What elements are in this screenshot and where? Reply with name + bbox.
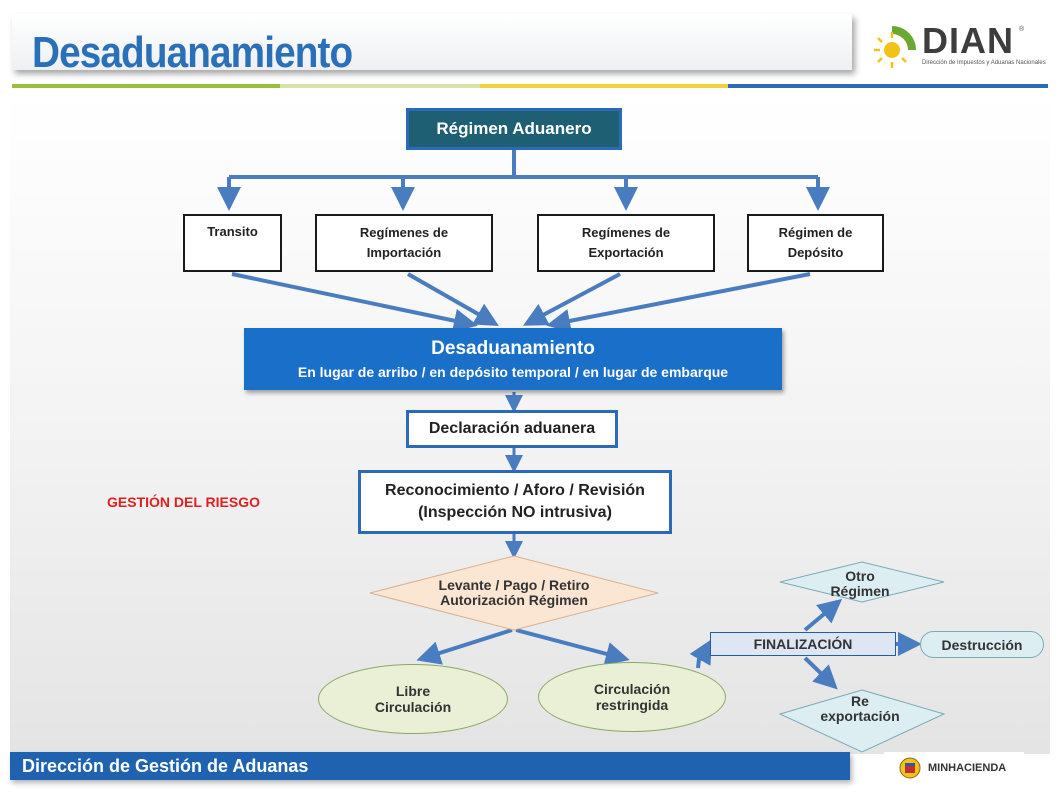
footer-bar: Dirección de Gestión de Aduanas (10, 752, 850, 780)
regime-transito-line1: Transito (207, 224, 258, 239)
otro-line1: Otro (845, 568, 875, 584)
reexport-line2: exportación (820, 708, 900, 724)
header-stripe-lightgreen (280, 84, 480, 88)
header-stripe-blue (728, 84, 1048, 88)
regime-importacion-line1: Regímenes de (359, 225, 449, 240)
levante-line2: Autorización Régimen (440, 592, 588, 608)
reexportacion-label: Re exportación (800, 692, 920, 726)
arrow-importacion-desad (407, 272, 499, 326)
regime-importacion-box: Regímenes de Importación (315, 214, 493, 272)
regime-deposito-line1: Régimen de (778, 225, 853, 240)
declaracion-box: Declaración aduanera (406, 410, 618, 448)
otro-regimen-label: Otro Régimen (800, 568, 920, 600)
regime-deposito-line2: Depósito (787, 245, 844, 260)
arrow-deposito-desad (546, 272, 811, 333)
header-stripe-green (12, 84, 280, 88)
finalizacion-label: FINALIZACIÓN (753, 636, 853, 652)
libre-circulacion-oval: Libre Circulación (318, 664, 508, 734)
circulacion-restringida-oval: Circulación restringida (538, 662, 726, 732)
arrow-final-otro (803, 598, 843, 632)
destruccion-box: Destrucción (920, 631, 1044, 658)
levante-label: Levante / Pago / Retiro Autorización Rég… (400, 574, 628, 612)
regime-exportacion-line2: Exportación (588, 245, 664, 260)
header-stripe-yellow (480, 84, 728, 88)
gestion-riesgo-label: GESTIÓN DEL RIESGO (107, 494, 260, 510)
destruccion-label: Destrucción (941, 636, 1023, 653)
dian-logo: DIAN ® Dirección de Impuestos y Aduanas … (872, 16, 1046, 72)
dian-subtitle: Dirección de Impuestos y Aduanas Naciona… (922, 60, 1046, 66)
reexport-line1: Re (851, 693, 869, 709)
registered-mark: ® (1019, 26, 1025, 33)
restringida-line2: restringida (595, 697, 669, 713)
desaduanamiento-subtitle: En lugar de arribo / en depósito tempora… (297, 364, 729, 380)
dian-sun-icon (874, 26, 916, 68)
libre-line2: Circulación (374, 699, 452, 715)
levante-line1: Levante / Pago / Retiro (438, 577, 590, 593)
dian-wordmark: DIAN (922, 20, 1014, 61)
otro-line2: Régimen (830, 583, 890, 599)
declaracion-label: Declaración aduanera (428, 420, 596, 437)
levante-diamond (369, 555, 659, 631)
title-bar: Desaduanamiento (12, 14, 852, 77)
regime-deposito-box: Régimen de Depósito (747, 214, 884, 272)
finalizacion-box: FINALIZACIÓN (710, 632, 896, 656)
restringida-line1: Circulación (593, 681, 671, 697)
arrow-transito-desad (231, 272, 478, 333)
arrow-levante-restringida (515, 628, 630, 666)
otro-regimen-diamond (779, 561, 945, 603)
coat-of-arms-icon (899, 757, 921, 779)
reexportacion-diamond (778, 689, 946, 753)
desaduanamiento-title: Desaduanamiento (431, 338, 595, 359)
libre-line1: Libre (395, 683, 431, 699)
reconocimiento-box: Reconocimiento / Aforo / Revisión (Inspe… (358, 470, 672, 534)
reconocimiento-line1: Reconocimiento / Aforo / Revisión (385, 482, 645, 499)
minhacienda-logo: MINHACIENDA (884, 752, 1024, 784)
arrow-levante-libre (416, 628, 513, 665)
reconocimiento-line2: (Inspección NO intrusiva) (418, 504, 612, 521)
footer-label: Dirección de Gestión de Aduanas (22, 756, 309, 776)
regime-importacion-line2: Importación (366, 245, 442, 260)
regime-exportacion-line1: Regímenes de (581, 225, 671, 240)
regime-transito-box: Transito (183, 214, 282, 272)
regimen-aduanero-box: Régimen Aduanero (406, 108, 622, 150)
regimen-aduanero-label: Régimen Aduanero (436, 119, 592, 138)
arrow-final-reexport (803, 656, 838, 690)
arrow-exportacion-desad (522, 272, 621, 326)
desaduanamiento-box: Desaduanamiento En lugar de arribo / en … (244, 328, 782, 390)
regime-exportacion-box: Regímenes de Exportación (537, 214, 715, 272)
page-title: Desaduanamiento (32, 28, 353, 77)
arrow-restringida-finalizacion-tip (689, 639, 712, 666)
minhacienda-label: MINHACIENDA (928, 762, 1007, 774)
